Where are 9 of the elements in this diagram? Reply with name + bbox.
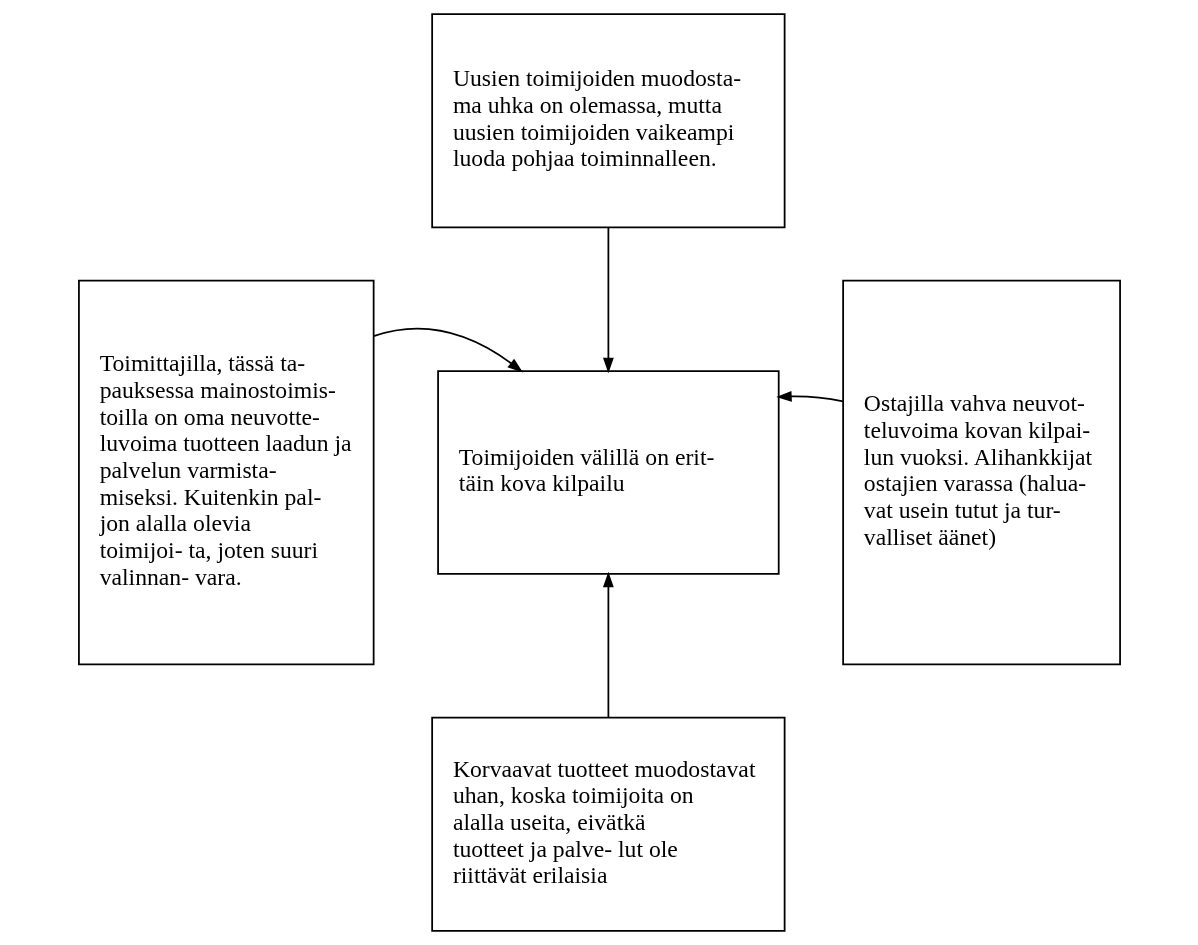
node-box: Korvaavat tuotteet muodostavat uhan, koska toimijoita on alalla useita, eivätkä tuotteet ja palve- lut ole riittävät erilaisia (430, 716, 785, 932)
node-box: Toimijoiden välillä on erit- täin kova kilpailu (436, 370, 780, 575)
arrow (372, 327, 523, 373)
arrow (602, 226, 614, 374)
arrow (775, 391, 844, 403)
node-box: Toimittajilla, tässä ta- pauksessa mainostoimis- toilla on oma neuvotte- luvoima tuotteen laadun ja palvelun varmista- miseksi. Kuitenkin pal- jon alalla olevia toimijoi- ta, joten suuri valinnan- vara. (77, 279, 375, 666)
arrow (602, 571, 614, 719)
node-box: Uusien toimijoiden muodosta- ma uhka on olemassa, mutta uusien toimijoiden vaikeampi luoda pohjaa toiminnalleen. (430, 13, 785, 229)
node-box: Ostajilla vahva neuvot- teluvoima kovan kilpai- lun vuoksi. Alihankkijat ostajien varassa (halua- vat usein tutut ja tur- valliset äänet) (841, 279, 1121, 666)
